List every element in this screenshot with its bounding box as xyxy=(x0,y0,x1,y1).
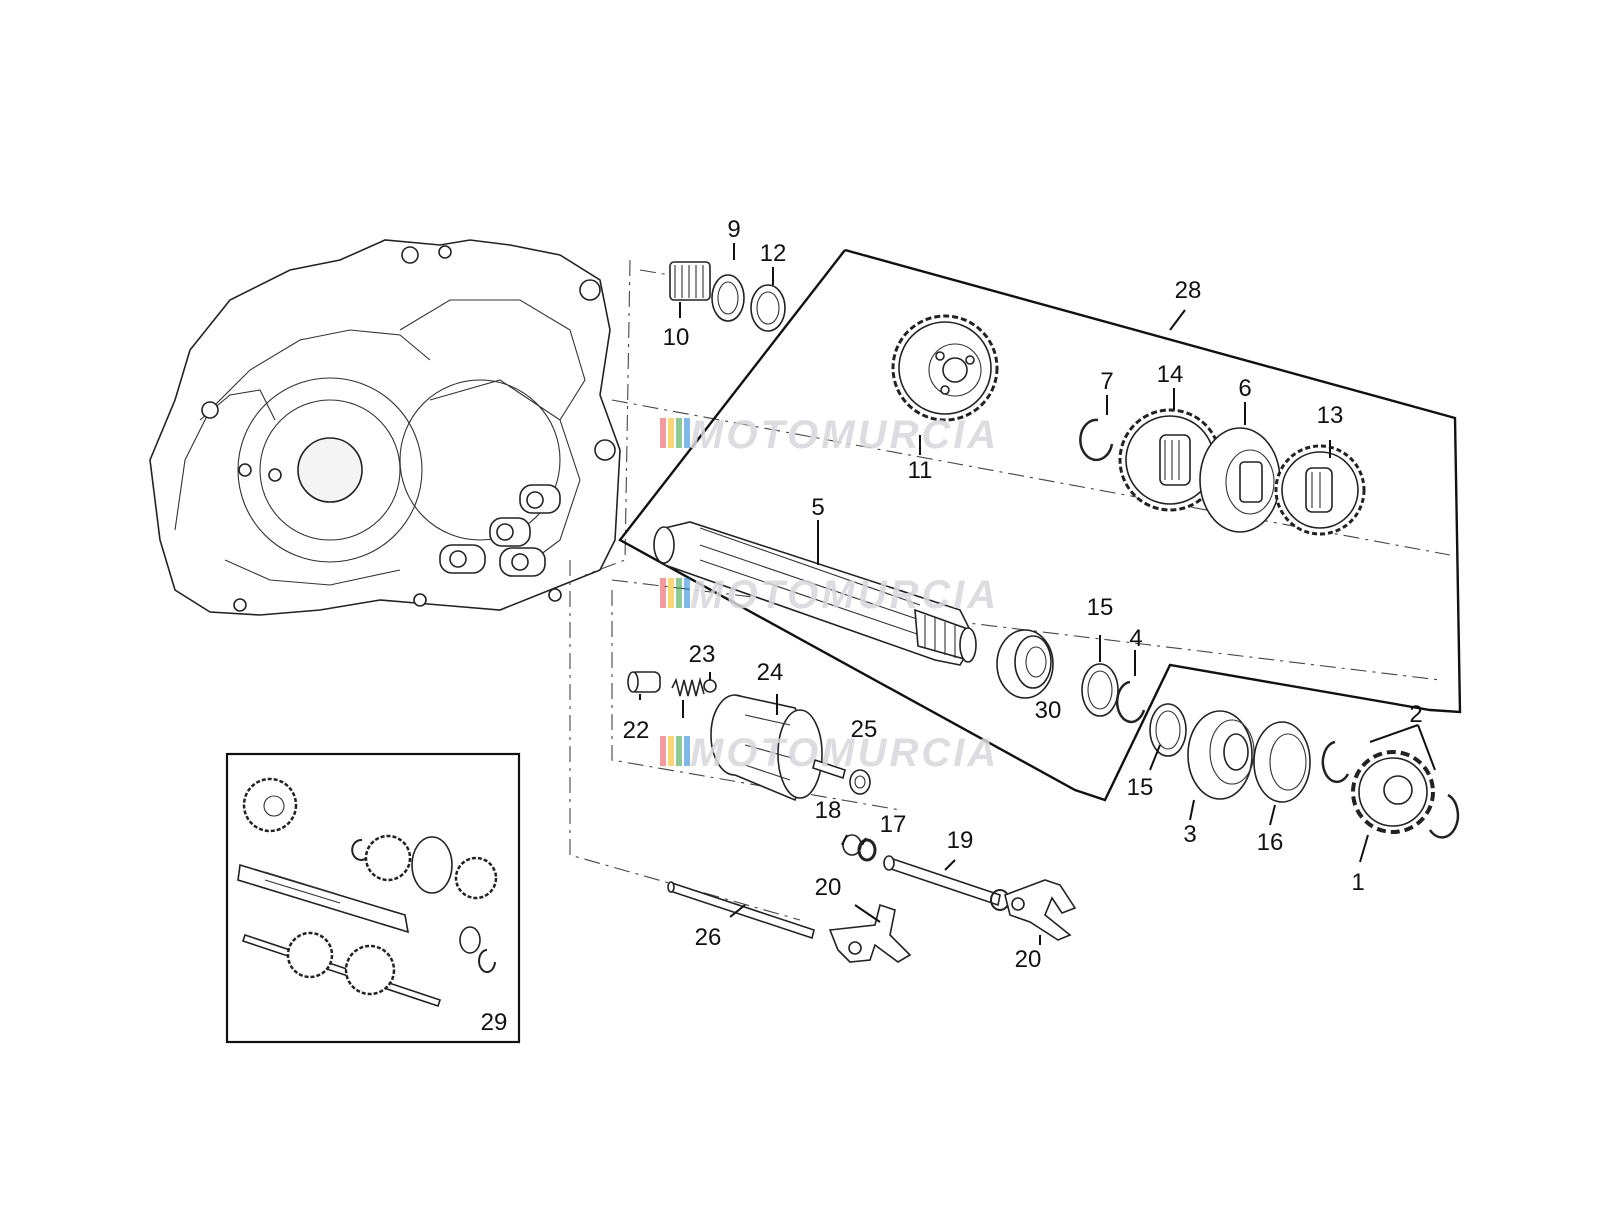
inset-kit-29 xyxy=(225,752,521,1044)
selector-drum-24-part xyxy=(710,694,846,802)
sprocket-1-part xyxy=(1351,750,1435,834)
circlip-17-part xyxy=(857,838,877,862)
callout-20-left: 20 xyxy=(815,874,842,901)
gear-13-part xyxy=(1274,444,1366,536)
callout-26: 26 xyxy=(695,924,722,951)
callout-10: 10 xyxy=(663,324,690,351)
callout-11: 11 xyxy=(908,457,933,484)
bearing-3-part xyxy=(1187,710,1255,800)
crankcase-half xyxy=(149,239,621,616)
fork-shaft-19-part xyxy=(883,855,1010,911)
washer-15-upper-part xyxy=(1081,663,1119,717)
selector-fork-20b-part xyxy=(1004,879,1077,941)
callout-2: 2 xyxy=(1409,701,1422,728)
oil-seal-16-part xyxy=(1253,721,1311,803)
washer-9-part xyxy=(711,274,745,322)
callout-20-right: 20 xyxy=(1015,946,1042,973)
watermark-top: MOTOMURCIA xyxy=(660,413,999,457)
callout-12: 12 xyxy=(760,240,787,267)
callout-15-lower: 15 xyxy=(1127,774,1154,801)
watermark-middle: MOTOMURCIA xyxy=(660,573,999,617)
callout-24: 24 xyxy=(757,659,784,686)
washer-25-part xyxy=(849,769,871,795)
callout-28: 28 xyxy=(1175,277,1202,304)
callout-23: 23 xyxy=(689,641,716,668)
bush-30-part xyxy=(996,629,1054,699)
needle-bearing-part xyxy=(669,261,711,301)
assembly-frame-28 xyxy=(618,248,1462,802)
main-shaft-5-part xyxy=(653,521,977,666)
circlip-2a-part xyxy=(1321,740,1350,784)
watermark-text-2: MOTOMURCIA xyxy=(690,573,999,617)
gear-11-part xyxy=(891,314,999,422)
callout-5: 5 xyxy=(811,494,824,521)
circlip-7-part xyxy=(1079,418,1114,462)
callout-29: 29 xyxy=(481,1009,508,1036)
circlip-2b-part xyxy=(1428,793,1460,839)
callout-7: 7 xyxy=(1100,368,1113,395)
callout-labels: 1 2 3 4 5 6 7 9 10 11 12 13 14 15 15 16 … xyxy=(481,216,1423,1036)
callout-4: 4 xyxy=(1129,625,1142,652)
spring-23-part xyxy=(671,676,717,697)
circlip-4-part xyxy=(1115,680,1146,724)
callout-19: 19 xyxy=(947,827,974,854)
callout-1: 1 xyxy=(1351,869,1364,896)
sliding-dog-6-part xyxy=(1199,427,1281,533)
callout-9: 9 xyxy=(727,216,740,243)
callout-18: 18 xyxy=(815,797,842,824)
watermark-bottom: MOTOMURCIA xyxy=(660,731,999,775)
callout-17: 17 xyxy=(880,811,907,838)
callout-25: 25 xyxy=(851,716,878,743)
callout-16: 16 xyxy=(1257,829,1284,856)
callout-13: 13 xyxy=(1317,402,1344,429)
callout-3: 3 xyxy=(1183,821,1196,848)
fork-rod-26-part xyxy=(667,881,815,940)
callout-14: 14 xyxy=(1157,361,1184,388)
washer-12-part xyxy=(750,284,786,332)
pin-22-part xyxy=(627,671,661,693)
selector-fork-20a-part xyxy=(828,903,912,963)
callout-30: 30 xyxy=(1035,697,1062,724)
callout-15-upper: 15 xyxy=(1087,594,1114,621)
watermark-text-3: MOTOMURCIA xyxy=(690,731,999,775)
watermark-text-1: MOTOMURCIA xyxy=(690,413,999,457)
leader-lines xyxy=(639,243,1436,945)
callout-6: 6 xyxy=(1238,375,1251,402)
washer-15-lower-part xyxy=(1149,703,1187,757)
callout-22: 22 xyxy=(623,717,650,744)
